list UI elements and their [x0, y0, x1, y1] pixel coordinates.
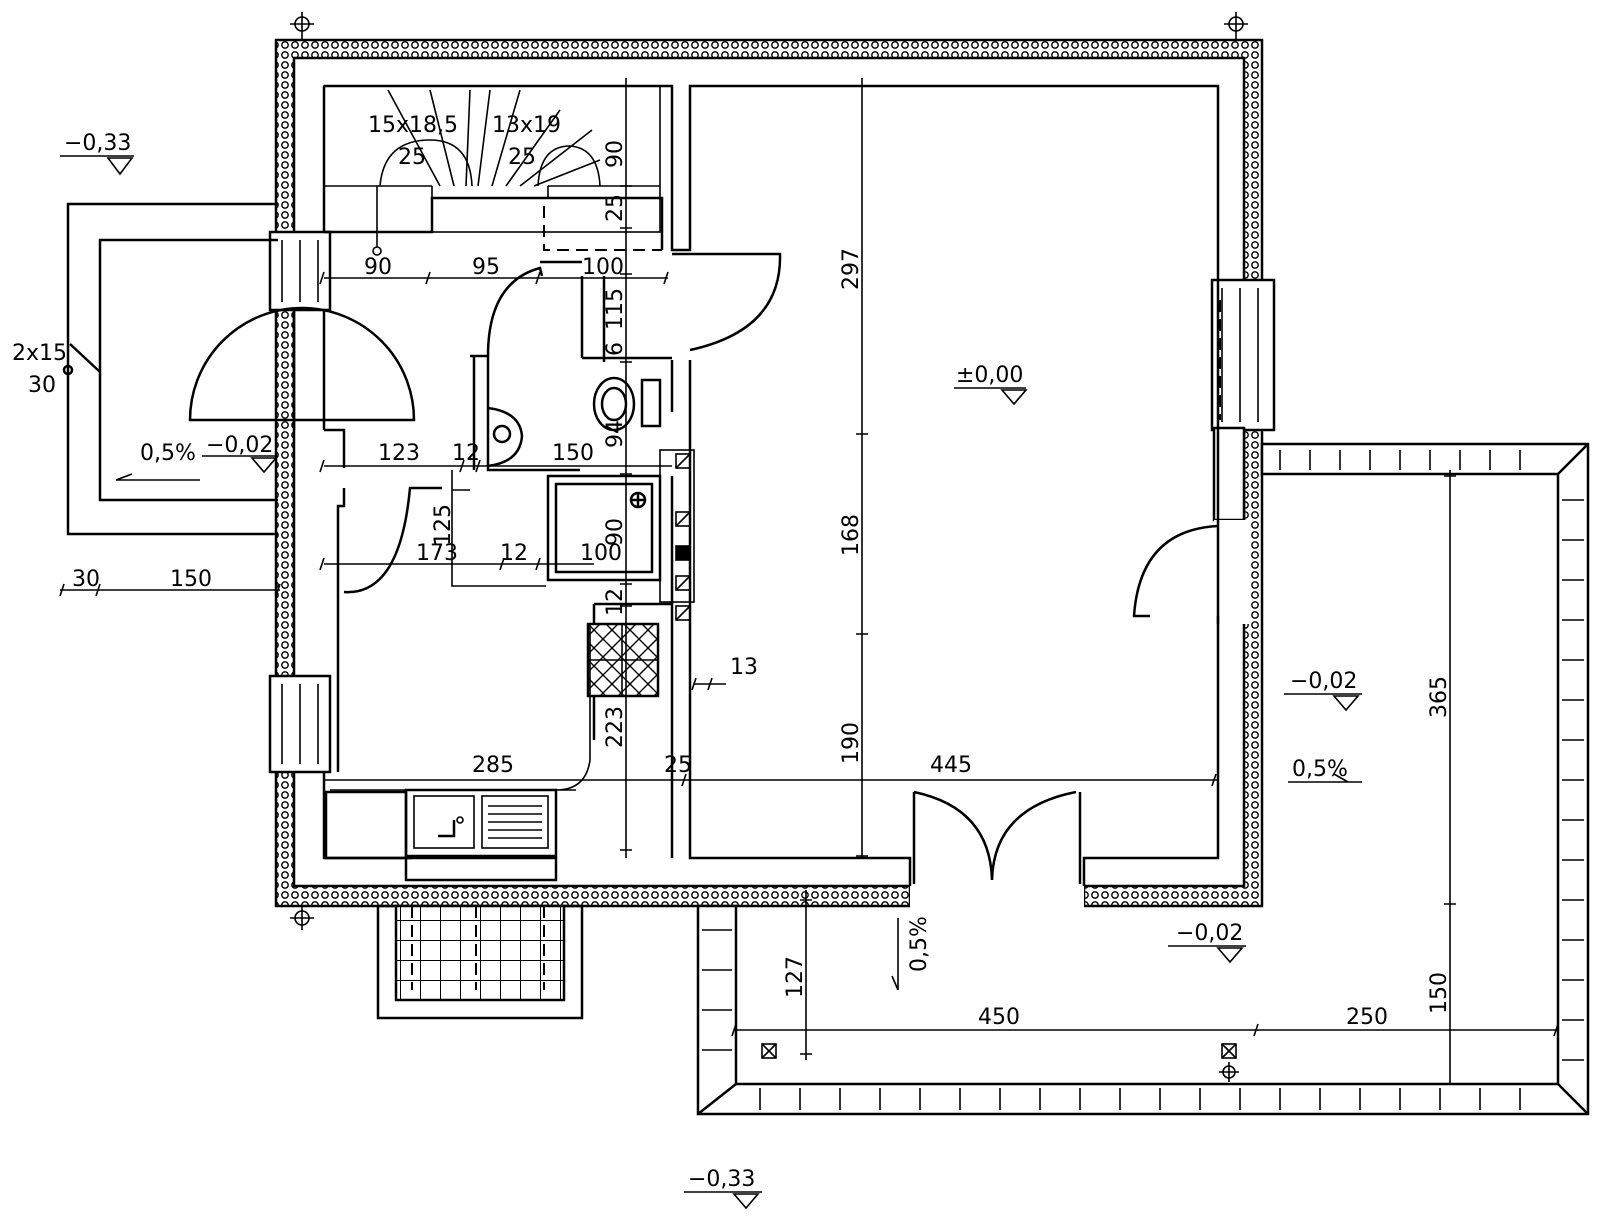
dim-label: 125: [431, 504, 456, 546]
dim-label: 30: [72, 567, 100, 592]
dim-label: 12: [603, 588, 628, 616]
doors: [188, 252, 1220, 884]
dim-label: 90: [364, 255, 392, 280]
entry-porch: [62, 202, 278, 536]
level-terrace-right: −0,02: [1290, 669, 1357, 694]
dim-label: 95: [472, 255, 500, 280]
dimension-labels: 90 95 100 90 25 297 115 6 94 123 12 150 …: [72, 140, 1452, 1030]
grid-markers: [290, 12, 1248, 930]
dim-label: 12: [452, 441, 480, 466]
slope-right: 0,5%: [1292, 757, 1348, 782]
stair-tread-right: 25: [508, 145, 536, 170]
dim-label: 223: [603, 706, 628, 748]
dim-label: 190: [839, 722, 864, 764]
level-top-left: −0,33: [64, 131, 131, 156]
interior-walls: [322, 84, 1220, 886]
dim-label: 150: [170, 567, 212, 592]
dim-label: 6: [603, 342, 628, 356]
front-steps: [376, 904, 584, 1020]
dim-label: 12: [500, 541, 528, 566]
dim-label: 150: [552, 441, 594, 466]
level-entry-left: −0,02: [206, 433, 273, 458]
stair-dashed-landing: [543, 206, 662, 251]
dim-label: 94: [603, 420, 628, 448]
kitchen: [324, 622, 660, 882]
dim-label: 100: [582, 255, 624, 280]
windows: [281, 240, 1259, 764]
slope-left: 0,5%: [140, 441, 196, 466]
dim-label: 90: [603, 518, 628, 546]
dim-label: 168: [839, 514, 864, 556]
level-labels: −0,33 −0,33 ±0,00 −0,02 −0,02 −0,02 0,5%…: [64, 131, 1357, 1192]
dim-label: 90: [603, 140, 628, 168]
slope-bottom: 0,5%: [907, 916, 932, 972]
stair-flight-right: 13x19: [492, 113, 561, 138]
dim-label: 115: [603, 288, 628, 330]
dimension-lines: [59, 78, 1559, 1085]
dim-label: 13: [730, 655, 758, 680]
level-room-main: ±0,00: [956, 363, 1023, 388]
dim-label: 127: [783, 956, 808, 998]
dim-label: 450: [978, 1005, 1020, 1030]
level-markers: [60, 155, 1362, 1210]
vent-shafts: [659, 449, 695, 621]
stair-flight-left: 15x18,5: [368, 113, 458, 138]
dim-label: 150: [1427, 972, 1452, 1014]
entry-steps-depth: 30: [28, 373, 56, 398]
dim-label: 25: [603, 194, 628, 222]
terrace: [696, 442, 1590, 1116]
stair-tread-left: 25: [398, 145, 426, 170]
dim-label: 297: [839, 248, 864, 290]
dim-label: 365: [1427, 676, 1452, 718]
dim-label: 123: [378, 441, 420, 466]
dim-label: 250: [1346, 1005, 1388, 1030]
stair-labels: 15x18,5 13x19 25 25 2x15 30: [12, 113, 561, 398]
entry-steps-count: 2x15: [12, 341, 67, 366]
level-terrace-bottom: −0,02: [1176, 921, 1243, 946]
level-bottom-center: −0,33: [688, 1167, 755, 1192]
dim-label: 285: [472, 753, 514, 778]
dim-label: 100: [580, 541, 622, 566]
dim-label: 173: [416, 541, 458, 566]
staircase: [323, 85, 661, 256]
dim-label: 25: [664, 753, 692, 778]
dim-label: 445: [930, 753, 972, 778]
